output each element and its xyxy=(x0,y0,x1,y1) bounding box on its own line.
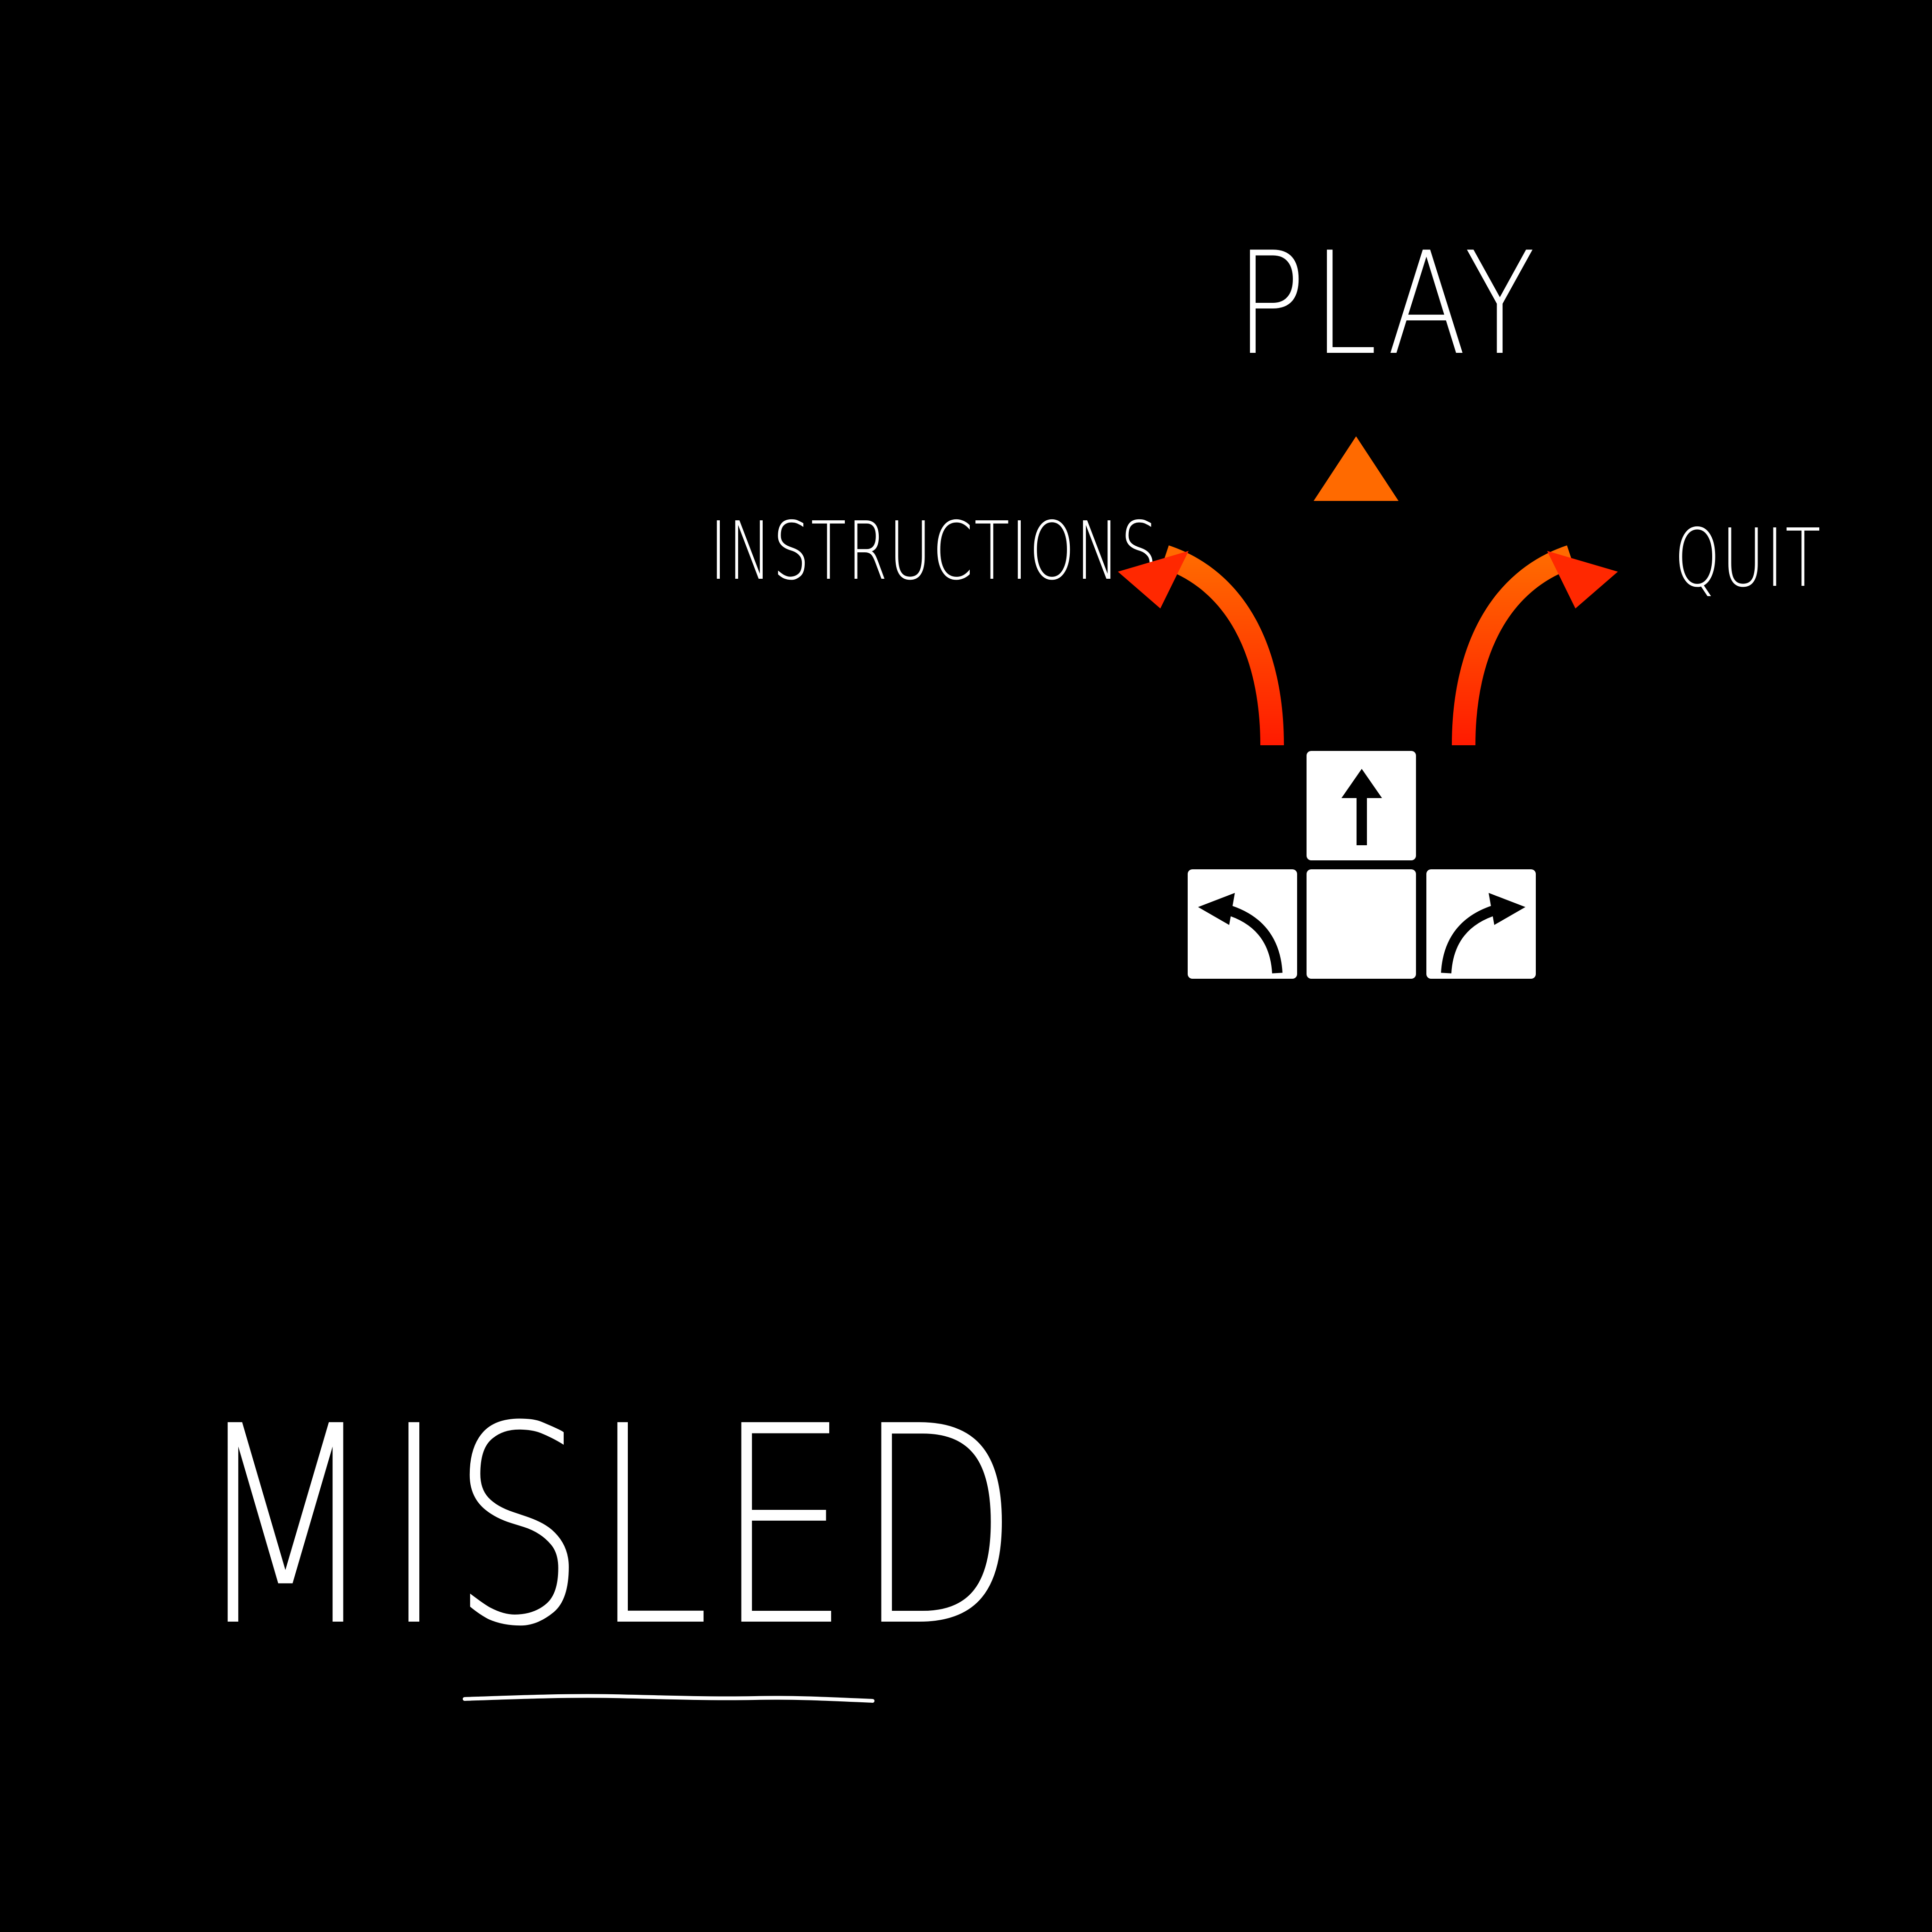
instructions-option[interactable]: INSTRUCTIONS xyxy=(710,505,1159,598)
blank-key-icon xyxy=(1307,869,1416,979)
arrow-up-icon[interactable] xyxy=(1314,436,1399,697)
quit-option[interactable]: QUIT xyxy=(1674,512,1823,605)
title-underline xyxy=(463,1694,874,1703)
direction-arrows xyxy=(1118,436,1618,746)
game-title: MISLED xyxy=(193,1368,1025,1686)
play-option[interactable]: PLAY xyxy=(1236,222,1542,386)
left-key[interactable] xyxy=(1188,869,1297,979)
up-key-icon xyxy=(1341,769,1382,845)
right-key-icon xyxy=(1441,893,1525,974)
curved-arrow-left-icon[interactable] xyxy=(1118,545,1284,746)
down-key[interactable] xyxy=(1307,869,1416,979)
curved-arrow-right-icon[interactable] xyxy=(1452,545,1618,746)
right-key[interactable] xyxy=(1426,869,1536,979)
left-key-icon xyxy=(1198,893,1282,974)
up-key[interactable] xyxy=(1307,751,1416,860)
